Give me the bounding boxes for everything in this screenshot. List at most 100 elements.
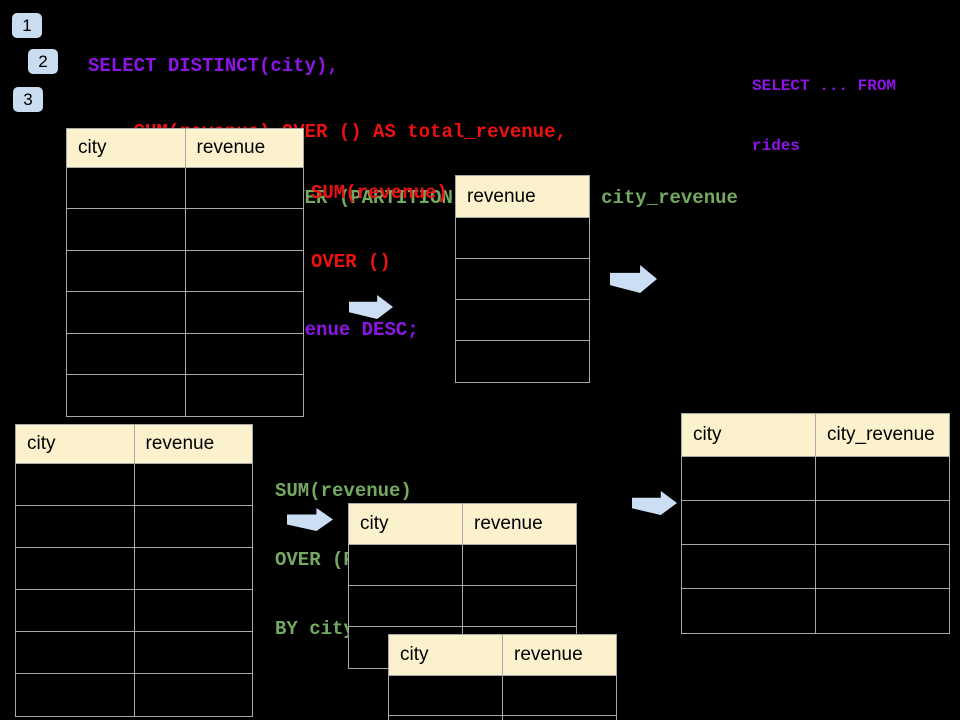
table-cell [186, 375, 304, 416]
table-cell [349, 586, 463, 626]
table-row [682, 545, 949, 589]
table-row [67, 374, 304, 417]
table-cell [67, 209, 186, 250]
table-row [389, 716, 616, 720]
table-header-row: city revenue [16, 425, 252, 464]
table-row [389, 676, 616, 716]
table-cell [816, 545, 949, 588]
table-cell [16, 548, 135, 589]
table-cell [816, 501, 949, 544]
table-cell [135, 464, 253, 505]
table-row [682, 501, 949, 545]
table-cell [67, 333, 186, 374]
table-row [682, 457, 949, 501]
table-cell [186, 251, 304, 291]
table-header-row: city city_revenue [682, 414, 949, 457]
table-row [682, 589, 949, 633]
table-header-row: city revenue [349, 504, 576, 545]
side-note-line: rides [752, 137, 801, 155]
table-cell [135, 548, 253, 589]
table-cell [16, 464, 135, 505]
table-cell [16, 590, 135, 631]
table-cell [16, 506, 135, 547]
table-cell [456, 259, 589, 299]
table-cell [186, 292, 304, 332]
annotation-line: OVER () [311, 251, 391, 273]
table-cell [186, 209, 304, 249]
side-note-line: SELECT ... FROM [752, 77, 897, 95]
table-cell [816, 589, 949, 633]
table-header-row: city revenue [389, 635, 616, 676]
table-total-revenue: revenue [455, 175, 590, 383]
table-row [67, 168, 304, 210]
table-header-row: revenue [456, 176, 589, 218]
column-header-city_revenue: city_revenue [827, 424, 935, 445]
table-source-bottom: city revenue [15, 424, 253, 717]
table-source-top: city revenue [66, 128, 304, 418]
table-row [456, 300, 589, 341]
annotation-total-revenue: SUM(revenue) OVER () [311, 136, 448, 320]
table-cell [816, 457, 949, 500]
table-cell [16, 632, 135, 673]
step-badge-1: 1 [12, 13, 42, 38]
table-row [16, 632, 252, 674]
table-cell [682, 501, 816, 544]
table-city-revenue-result: city city_revenue [681, 413, 950, 634]
arrow-right-icon [632, 491, 677, 515]
table-row [456, 218, 589, 259]
table-cell [135, 590, 253, 631]
table-cell [463, 545, 576, 585]
table-cell [682, 545, 816, 588]
column-header-revenue: revenue [467, 185, 536, 207]
table-partition-front: city revenue [388, 634, 617, 720]
table-row [67, 333, 304, 375]
sql-line-select: SELECT DISTINCT(city), [88, 55, 339, 77]
table-cell [503, 716, 616, 720]
annotation-line: SUM(revenue) [311, 182, 448, 204]
table-row [349, 545, 576, 586]
table-header-row: city revenue [67, 129, 303, 168]
table-cell [456, 218, 589, 258]
table-cell [682, 589, 816, 633]
table-row [16, 506, 252, 548]
column-header-revenue: revenue [196, 137, 266, 158]
table-cell [135, 674, 253, 716]
table-row [349, 586, 576, 627]
step-badge-3: 3 [13, 87, 43, 112]
column-header-revenue: revenue [474, 513, 543, 534]
table-cell [503, 676, 616, 715]
table-row [456, 341, 589, 382]
side-note-select-from: SELECT ... FROM rides [752, 36, 896, 196]
column-header-revenue: revenue [145, 433, 215, 454]
table-row [16, 548, 252, 590]
table-cell [135, 632, 253, 673]
column-header-city: city [682, 414, 816, 456]
table-row [16, 464, 252, 506]
table-cell [456, 300, 589, 340]
table-cell [67, 250, 186, 292]
table-row [456, 259, 589, 300]
annotation-line: SUM(revenue) [275, 480, 412, 502]
table-cell [186, 168, 304, 208]
table-cell [456, 341, 589, 382]
table-row [16, 674, 252, 716]
table-row [67, 292, 304, 334]
table-row [67, 209, 304, 251]
table-cell [389, 716, 503, 720]
column-header-revenue: revenue [514, 644, 583, 665]
table-cell [186, 334, 304, 374]
step-badge-2: 2 [28, 49, 58, 74]
table-cell [389, 676, 503, 715]
table-cell [349, 545, 463, 585]
table-cell [135, 506, 253, 547]
column-header-city: city [67, 129, 186, 167]
column-header-city: city [389, 635, 503, 675]
table-cell [682, 457, 816, 500]
table-cell [67, 168, 186, 209]
column-header-city: city [16, 425, 135, 463]
table-row [67, 250, 304, 293]
table-cell [67, 374, 186, 417]
column-header-city: city [349, 504, 463, 544]
table-cell [67, 292, 186, 333]
